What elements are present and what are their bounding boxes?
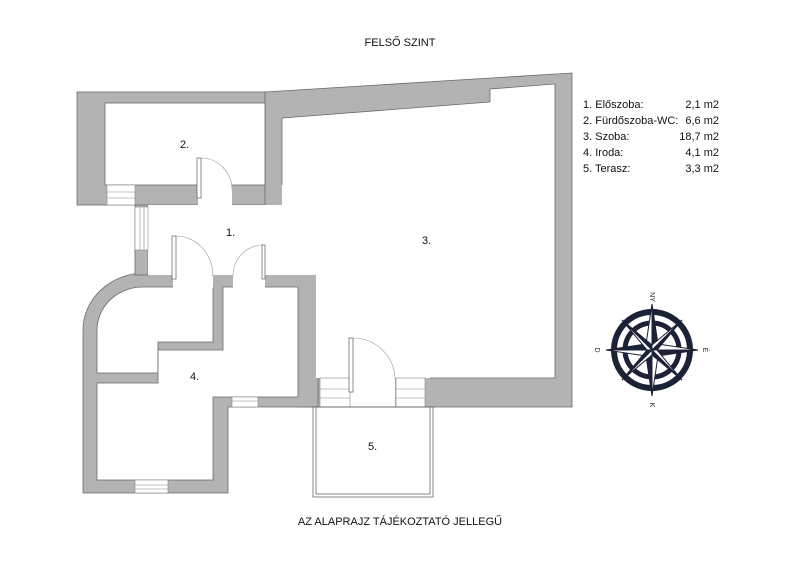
room-label-1: 1. bbox=[226, 227, 236, 239]
legend-row: 4. Iroda:4,1 m2 bbox=[583, 147, 719, 159]
compass-south: K bbox=[648, 403, 655, 408]
floor-title: FELSŐ SZINT bbox=[364, 37, 436, 49]
room-label-5: 5. bbox=[368, 441, 378, 453]
legend-row: 2. Fürdőszoba-WC:6,6 m2 bbox=[583, 115, 719, 127]
disclaimer-note: AZ ALAPRAJZ TÁJÉKOZTATÓ JELLEGŰ bbox=[297, 516, 503, 528]
compass-west: D bbox=[593, 347, 600, 352]
compass-rose-icon: NY É K D bbox=[593, 292, 710, 408]
compass-east: É bbox=[701, 348, 710, 353]
room-4-floor bbox=[96, 286, 299, 481]
room-label-4: 4. bbox=[190, 371, 200, 383]
windows bbox=[106, 184, 426, 494]
legend-row: 5. Terasz:3,3 m2 bbox=[583, 163, 719, 175]
doors bbox=[171, 157, 396, 393]
compass-north: NY bbox=[648, 292, 655, 302]
legend-row: 3. Szoba:18,7 m2 bbox=[583, 131, 719, 143]
room-1-3-floor bbox=[148, 84, 555, 378]
terrace bbox=[312, 406, 434, 498]
room-interiors bbox=[96, 84, 555, 481]
room-2-floor bbox=[104, 102, 266, 186]
area-legend: 1. Előszoba:2,1 m2 2. Fürdőszoba-WC:6,6 … bbox=[583, 97, 719, 177]
room-label-2: 2. bbox=[180, 139, 190, 151]
legend-row: 1. Előszoba:2,1 m2 bbox=[583, 99, 719, 111]
room-label-3: 3. bbox=[422, 235, 432, 247]
